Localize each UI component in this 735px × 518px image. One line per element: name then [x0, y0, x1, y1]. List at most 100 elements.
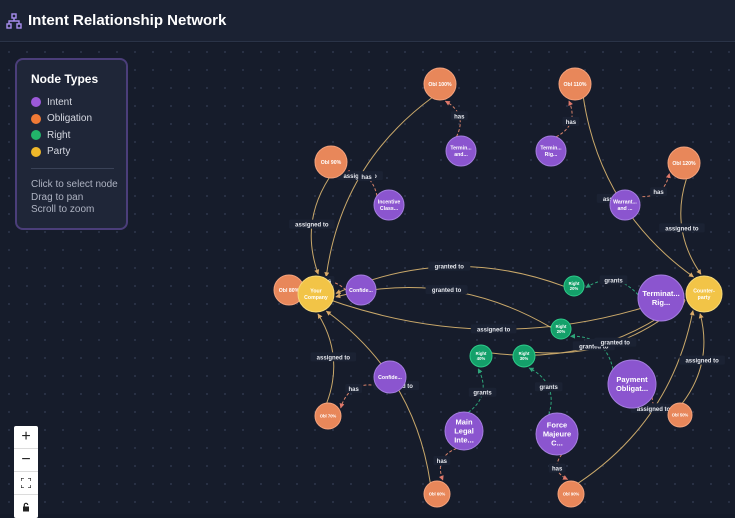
- node-circle[interactable]: [373, 189, 405, 221]
- node-circle[interactable]: [563, 275, 585, 297]
- node-label: 30%: [520, 356, 529, 361]
- edge-label: assigned to: [659, 223, 705, 233]
- legend-item-intent: Intent: [31, 94, 126, 111]
- node-label: Obl 50%: [672, 412, 689, 417]
- edge-confide2-obl70[interactable]: [339, 384, 377, 409]
- node-label: 20%: [570, 286, 579, 291]
- edge-label-background: [433, 455, 451, 465]
- node-intent[interactable]: Termin...and...: [445, 135, 477, 167]
- nodes-layer: Obl 100% Obl 110% Obl 90% Obl 120% Termin...…: [273, 67, 723, 508]
- node-circle[interactable]: [550, 318, 572, 340]
- node-circle[interactable]: [423, 480, 451, 508]
- node-circle[interactable]: [667, 402, 693, 428]
- node-obligation[interactable]: Obl 50%: [667, 402, 693, 428]
- edge-obl100-yourCompany[interactable]: [324, 97, 433, 278]
- node-label: Obligat...: [616, 384, 648, 393]
- node-circle[interactable]: [423, 67, 457, 101]
- node-circle[interactable]: [469, 344, 493, 368]
- node-intent[interactable]: Termin...Rig...: [535, 135, 567, 167]
- node-circle[interactable]: [637, 274, 685, 322]
- node-label: Force: [547, 421, 567, 430]
- zoom-in-button[interactable]: +: [14, 426, 38, 449]
- edge-label-background: [548, 463, 566, 473]
- node-obligation[interactable]: Obl 70%: [314, 402, 342, 430]
- node-intent[interactable]: IncentiveClass...: [373, 189, 405, 221]
- node-circle[interactable]: [557, 480, 585, 508]
- node-label: Rig...: [545, 152, 558, 158]
- node-intent[interactable]: Terminat...Rig...: [637, 274, 685, 322]
- node-circle[interactable]: [685, 275, 723, 313]
- node-circle[interactable]: [609, 189, 641, 221]
- node-obligation[interactable]: Obl 90%: [314, 145, 348, 179]
- edge-mainLegal-right40[interactable]: [467, 368, 484, 413]
- edge-label-text: assigned to: [477, 327, 511, 333]
- node-circle[interactable]: [297, 275, 335, 313]
- node-label: Confide...: [349, 288, 373, 294]
- edge-obl60-yourCompany[interactable]: [325, 310, 431, 483]
- lock-icon: [23, 502, 29, 511]
- node-label: Obl 120%: [672, 161, 696, 167]
- node-intent[interactable]: MainLegalInte...: [444, 411, 484, 451]
- lock-button[interactable]: [14, 495, 38, 518]
- edge-label: has: [450, 111, 468, 121]
- node-obligation[interactable]: Obl 120%: [667, 146, 701, 180]
- node-circle[interactable]: [512, 344, 536, 368]
- fit-view-button[interactable]: [14, 472, 38, 495]
- node-party[interactable]: Counter-party: [685, 275, 723, 313]
- node-circle[interactable]: [607, 359, 657, 409]
- node-circle[interactable]: [444, 411, 484, 451]
- node-label: Payment: [616, 375, 648, 384]
- node-circle[interactable]: [558, 67, 592, 101]
- edge-label-background: [659, 223, 705, 233]
- node-circle[interactable]: [345, 274, 377, 306]
- page-title: Intent Relationship Network: [28, 12, 227, 29]
- edge-obl110-counterparty[interactable]: [582, 97, 694, 278]
- edge-label-background: [345, 384, 363, 394]
- node-intent[interactable]: Confide...: [345, 274, 377, 306]
- legend-label: Party: [47, 146, 71, 158]
- legend-label: Right: [47, 129, 71, 141]
- edge-label-background: [470, 324, 517, 334]
- node-label: Obl 70%: [320, 413, 337, 418]
- edge-label-background: [358, 172, 375, 182]
- node-obligation[interactable]: Obl 100%: [423, 67, 457, 101]
- node-label: Majeure: [543, 430, 571, 439]
- node-obligation[interactable]: Obl 60%: [423, 480, 451, 508]
- node-circle[interactable]: [314, 145, 348, 179]
- node-label: Rig...: [652, 298, 670, 307]
- node-circle[interactable]: [667, 146, 701, 180]
- zoom-out-button[interactable]: −: [14, 449, 38, 472]
- edge-label-text: assigned to: [637, 407, 671, 413]
- node-intent[interactable]: PaymentObligat...: [607, 359, 657, 409]
- node-circle[interactable]: [535, 135, 567, 167]
- node-circle[interactable]: [373, 360, 407, 394]
- party-dot-icon: [31, 146, 41, 157]
- node-obligation[interactable]: Obl 90%: [557, 480, 585, 508]
- node-intent[interactable]: ForceMajeureC...: [535, 412, 579, 456]
- node-circle[interactable]: [314, 402, 342, 430]
- node-circle[interactable]: [445, 135, 477, 167]
- edge-paymentObl-right20b[interactable]: [569, 333, 614, 370]
- node-label: Obl 100%: [428, 82, 452, 88]
- legend-item-obligation: Obligation: [31, 111, 126, 128]
- node-intent[interactable]: Confide...: [373, 360, 407, 394]
- edge-terminatRig-right20a[interactable]: [585, 279, 639, 296]
- legend-title: Node Types: [31, 72, 99, 86]
- edge-label-text: has: [566, 120, 577, 126]
- edge-label: has: [345, 384, 363, 394]
- edge-label: granted to: [594, 337, 637, 347]
- node-circle[interactable]: [535, 412, 579, 456]
- edge-forceMajeure-right30[interactable]: [528, 367, 552, 415]
- edge-mainLegal-obl60[interactable]: [438, 448, 457, 481]
- node-obligation[interactable]: Obl 110%: [558, 67, 592, 101]
- legend-hint-scroll: Scroll to zoom: [31, 204, 95, 215]
- node-label: Your: [310, 289, 321, 295]
- node-label: Main: [455, 418, 473, 427]
- node-intent[interactable]: Warrant...and ...: [609, 189, 641, 221]
